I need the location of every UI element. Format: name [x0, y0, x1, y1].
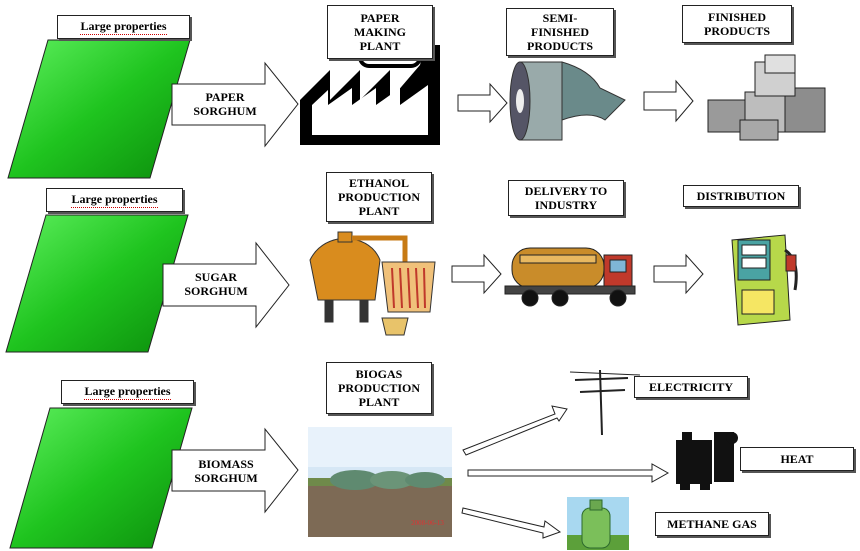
output-arrows — [461, 405, 670, 539]
block-arrow — [162, 61, 299, 514]
factory-icon — [300, 45, 440, 145]
boxes-icon — [707, 54, 826, 141]
tanker-truck-icon — [504, 247, 636, 307]
photo-date-stamp: 2008-06-13 — [411, 519, 444, 527]
large-properties-label: Large properties — [61, 380, 194, 404]
field-parallelogram — [7, 39, 191, 179]
finished-products-label: FINISHED PRODUCTS — [682, 5, 792, 43]
biogas-production-plant-label: BIOGAS PRODUCTION PLANT — [326, 362, 432, 414]
field-parallelogram — [9, 407, 193, 549]
methane-gas-label: METHANE GAS — [655, 512, 769, 536]
delivery-to-industry-label: DELIVERY TO INDUSTRY — [508, 180, 624, 216]
large-properties-label: Large properties — [57, 15, 190, 39]
boiler-icon — [676, 432, 738, 490]
small-arrow — [451, 79, 704, 295]
paper-roll-icon — [509, 61, 626, 141]
distribution-label: DISTRIBUTION — [683, 185, 799, 207]
distillery-icon — [309, 231, 436, 336]
paper-making-plant-label: PAPER MAKING PLANT — [327, 5, 433, 59]
field-parallelogram — [5, 214, 189, 353]
ethanol-production-plant-label: ETHANOL PRODUCTION PLANT — [326, 172, 432, 222]
sorghum-label: SUGAR SORGHUM — [184, 270, 248, 298]
electricity-label: ELECTRICITY — [634, 376, 748, 398]
biogas-plant-photo — [308, 427, 452, 537]
semi-finished-products-label: SEMI- FINISHED PRODUCTS — [506, 8, 614, 56]
gas-pump-icon — [731, 234, 798, 326]
sorghum-label: PAPER SORGHUM — [193, 90, 257, 118]
gas-cylinder-icon — [567, 497, 629, 550]
power-pole-icon — [569, 369, 641, 436]
heat-label: HEAT — [740, 447, 854, 471]
large-properties-label: Large properties — [46, 188, 183, 212]
sorghum-label: BIOMASS SORGHUM — [194, 457, 258, 485]
